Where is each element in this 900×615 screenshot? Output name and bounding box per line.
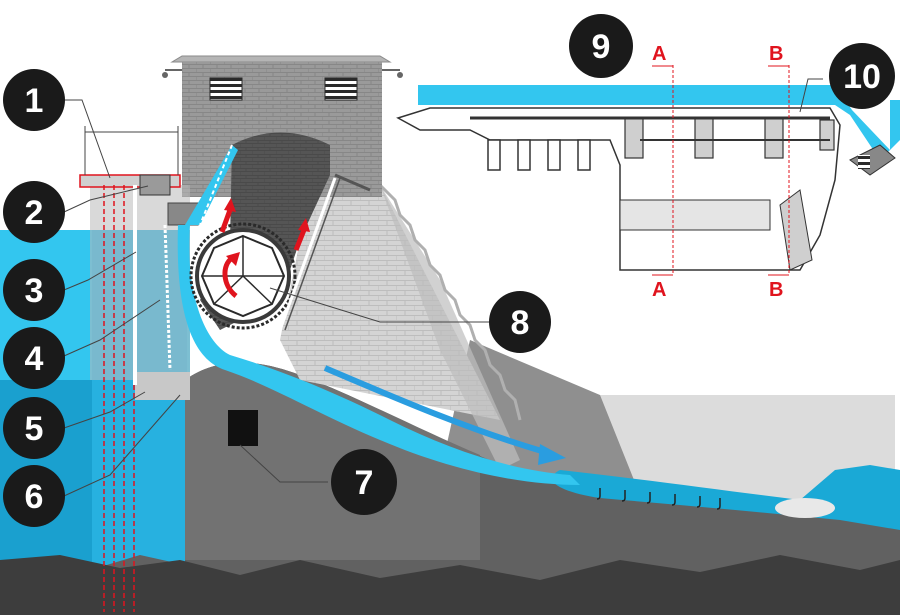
section-label-a-bottom: A — [652, 279, 666, 301]
callout-label: 8 — [511, 304, 530, 342]
anchor-rods — [103, 185, 135, 612]
callout-7: 7 — [331, 449, 397, 515]
sluice-channel — [177, 225, 580, 485]
callout-label: 2 — [25, 194, 44, 232]
window-grille-icon — [209, 77, 243, 101]
hoist-housing — [139, 174, 171, 196]
tailrace-pool — [775, 498, 835, 518]
flow-arrow-icon — [293, 229, 307, 251]
dam-body-shade — [380, 185, 520, 470]
callout-label: 7 — [355, 464, 374, 502]
callout-label: 3 — [25, 272, 44, 310]
bedrock-mid — [185, 362, 480, 560]
gate-rail — [278, 177, 337, 331]
callout-9: 9 — [569, 14, 633, 78]
flow-arrow-icon — [219, 209, 233, 233]
callout-4: 4 — [3, 327, 65, 389]
callout-label: 6 — [25, 478, 44, 516]
plan-lower-chamber — [619, 199, 771, 231]
callout-3: 3 — [3, 259, 65, 321]
spill-arrowhead — [538, 444, 566, 465]
callout-label: 4 — [25, 340, 44, 378]
drum-gate-frame — [200, 234, 286, 318]
callout-5: 5 — [3, 397, 65, 459]
chute-edge — [199, 144, 233, 226]
window-grille-icon — [324, 77, 358, 101]
callout-label: 5 — [25, 410, 44, 448]
gatehouse-lamp-left-bulb — [162, 72, 168, 78]
bedrock-dark — [0, 555, 900, 615]
callout-8: 8 — [489, 291, 551, 353]
gate-rail-edge — [284, 177, 341, 331]
rotation-arrow-icon — [222, 255, 238, 298]
drum-gate-spokes — [202, 236, 284, 305]
section-label-b-top: B — [769, 43, 783, 65]
gate-rail-top — [334, 173, 371, 192]
callout-label: 9 — [592, 28, 611, 66]
callout-label: 1 — [25, 82, 44, 120]
callout-label: 10 — [843, 58, 881, 96]
outlet-tunnel — [228, 410, 258, 446]
plan-water-strip — [418, 85, 838, 105]
plan-piers — [487, 139, 591, 171]
rotation-arrowhead — [226, 252, 240, 266]
flow-arrowhead — [298, 218, 310, 232]
callout-1: 1 — [3, 69, 65, 131]
flow-arrowhead — [224, 198, 236, 212]
chain-rod — [163, 224, 172, 371]
foundation-block — [135, 372, 190, 400]
drum-gate-rim — [189, 222, 297, 330]
section-label-b-bottom: B — [769, 279, 783, 301]
apron-anchors — [596, 488, 721, 510]
gatehouse-roof — [170, 55, 392, 63]
plan-curved-wall — [779, 189, 813, 271]
plan-outlet-grid — [858, 155, 870, 169]
callout-2: 2 — [3, 181, 65, 243]
spill-arrow-icon — [323, 365, 546, 455]
section-label-a-top: A — [652, 43, 666, 65]
dam-steps — [378, 183, 522, 421]
plan-gate-bays — [624, 117, 835, 159]
callout-6: 6 — [3, 465, 65, 527]
leader-lines — [63, 78, 823, 497]
gatehouse-lamp-right-bulb — [397, 72, 403, 78]
callout-10: 10 — [829, 43, 895, 109]
